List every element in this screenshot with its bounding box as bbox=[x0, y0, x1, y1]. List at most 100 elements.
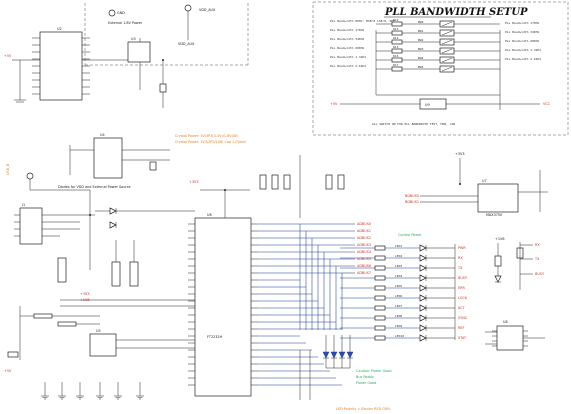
pll-refdes: R15 bbox=[393, 45, 399, 49]
main-ic-label: FT2232H bbox=[207, 335, 223, 339]
usb-connector bbox=[19, 207, 43, 245]
caution-3: Power Good bbox=[356, 381, 376, 385]
pll-net: BW5 bbox=[418, 65, 424, 69]
ic-u4-label: U4 bbox=[100, 133, 105, 137]
pll-resistor bbox=[391, 66, 403, 72]
led-resistor bbox=[374, 265, 386, 271]
pll-refdes: R17 bbox=[393, 63, 399, 67]
reg-net-a: BDBUS0 bbox=[405, 194, 419, 198]
led-net: PWR bbox=[458, 246, 466, 250]
left-bottom-net: +5V bbox=[4, 369, 12, 373]
ic-u3 bbox=[127, 41, 151, 63]
led-label: LED7 bbox=[395, 304, 402, 308]
bus-net-label: ADBUS5 bbox=[357, 257, 371, 261]
pll-right-label: PLL Bandwidth 170Hz bbox=[505, 21, 540, 25]
pll-out-net: VCC bbox=[543, 102, 551, 106]
control-power-note: Control Power bbox=[398, 233, 422, 237]
led-label: LED8 bbox=[395, 314, 402, 318]
diode-d2 bbox=[109, 221, 117, 229]
led-resistor bbox=[374, 255, 386, 261]
led-symbol bbox=[419, 284, 427, 292]
led-label: LED1 bbox=[395, 244, 402, 248]
pll-net: BW1 bbox=[418, 29, 424, 33]
pll-refdes: R16 bbox=[393, 54, 399, 58]
left-rail-label: +5V bbox=[4, 54, 12, 58]
led-net: ERR bbox=[458, 286, 465, 290]
vdd-aux-tag: VDD_AUX bbox=[199, 8, 216, 12]
right-net-2: TX bbox=[534, 257, 540, 261]
led-label: LED6 bbox=[395, 294, 402, 298]
gnd-label: GND bbox=[117, 11, 125, 15]
pll-net: BW3 bbox=[418, 47, 424, 51]
ic-u5-label: U5 bbox=[96, 329, 101, 333]
ic-u2 bbox=[39, 31, 83, 101]
bottom-leds bbox=[322, 335, 354, 369]
pll-ic bbox=[419, 98, 447, 110]
crystal-note-2: Crystal Power: 3V3/2P5/1V8: Cap 1.0Vmin bbox=[175, 140, 246, 144]
bus-net-label: ADBUS3 bbox=[357, 243, 371, 247]
bus-lines: ADBUS0ADBUS1ADBUS2ADBUS3ADBUS4ADBUS5ADBU… bbox=[258, 222, 371, 386]
pll-resistor bbox=[391, 21, 403, 27]
caution-1: Caution: Power Good bbox=[356, 369, 392, 373]
bus-net-label: ADBUS0 bbox=[357, 222, 371, 226]
led-net: REF bbox=[458, 326, 464, 330]
pll-right-label: PLL Bandwidth 1.3kHz bbox=[505, 48, 541, 52]
pll-net: BW4 bbox=[418, 56, 424, 60]
led-net: BUSY bbox=[458, 276, 468, 280]
main-top-net: +3V3 bbox=[189, 180, 198, 184]
led-net: ACT bbox=[458, 306, 466, 310]
gnd-test-point bbox=[108, 9, 116, 17]
ic-u5 bbox=[89, 333, 117, 357]
led-net: TX bbox=[457, 266, 463, 270]
ic-u8-label: U8 bbox=[503, 320, 508, 324]
pll-row-label: PLL Bandwidth 80Hz: MSB:0 LSB:0, REF bbox=[330, 19, 395, 23]
led-net: STAT bbox=[458, 336, 467, 340]
right-top-net: +3V3 bbox=[455, 152, 464, 156]
pll-net: BW2 bbox=[418, 38, 424, 42]
led-label: LED5 bbox=[395, 284, 402, 288]
status-led bbox=[346, 351, 354, 359]
pll-title: PLL BANDWIDTH SETUP bbox=[384, 7, 528, 18]
pll-refdes: R12 bbox=[393, 18, 399, 22]
pll-right-label: PLL Bandwidth 2.6kHz bbox=[505, 57, 541, 61]
right-net-3: BUSY bbox=[535, 272, 545, 276]
diode-d1 bbox=[109, 207, 117, 215]
led-resistor bbox=[374, 295, 386, 301]
led-symbol bbox=[419, 334, 427, 342]
main-ic-pins bbox=[188, 223, 258, 386]
status-led bbox=[330, 351, 338, 359]
led-resistor bbox=[374, 315, 386, 321]
pll-row-label: PLL Bandwidth 340Hz bbox=[330, 37, 365, 41]
led-net: LOCK bbox=[458, 296, 468, 300]
pll-resistor bbox=[391, 39, 403, 45]
pll-refdes: R13 bbox=[393, 27, 399, 31]
main-ic bbox=[194, 217, 252, 397]
led-label: LED10 bbox=[395, 334, 404, 338]
bus-net-label: ADBUS4 bbox=[357, 250, 371, 254]
ic-u4 bbox=[93, 137, 123, 179]
pll-note: ALL SWITCH ON FOR PLL BANDWIDTH TEST, MS… bbox=[372, 122, 455, 126]
led-net: SYNC bbox=[458, 316, 468, 320]
led-label: LED3 bbox=[395, 264, 402, 268]
main-ic-refdes: U6 bbox=[207, 213, 212, 217]
pll-refdes: R14 bbox=[393, 36, 399, 40]
led-symbol bbox=[419, 324, 427, 332]
usb-note: USB_B bbox=[6, 163, 10, 175]
led-symbol bbox=[419, 304, 427, 312]
ext-power-label: External 1.8V Power bbox=[108, 21, 143, 25]
aux-test-point bbox=[184, 4, 192, 12]
pll-resistor bbox=[391, 30, 403, 36]
reg-net-b: BDBUS1 bbox=[405, 200, 419, 204]
led-symbol bbox=[419, 254, 427, 262]
led-resistor bbox=[374, 275, 386, 281]
led-symbol bbox=[419, 264, 427, 272]
pll-resistor bbox=[391, 57, 403, 63]
left-net-1: +3V3 bbox=[80, 292, 89, 296]
pll-frame bbox=[312, 1, 569, 136]
bus-net-label: ADBUS6 bbox=[357, 264, 371, 268]
gnd-symbols bbox=[41, 382, 144, 400]
status-led bbox=[338, 351, 346, 359]
led-label: LED2 bbox=[395, 254, 402, 258]
